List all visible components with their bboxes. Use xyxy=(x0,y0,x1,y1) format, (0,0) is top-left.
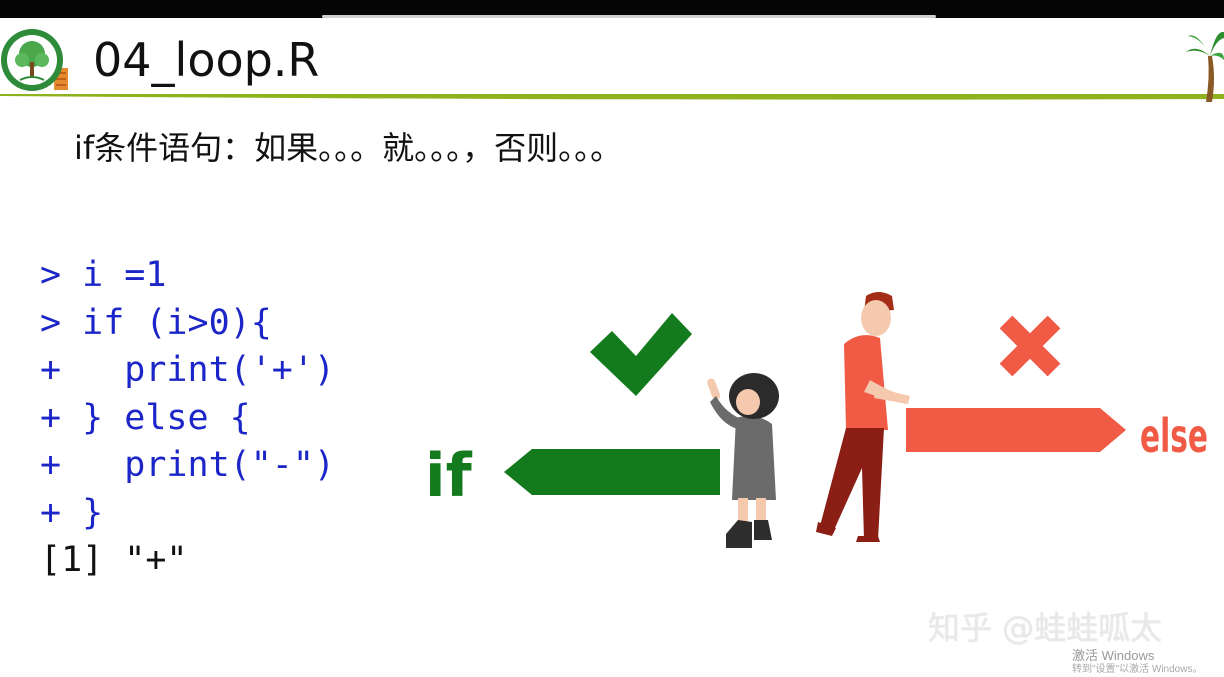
video-progress-track[interactable] xyxy=(322,15,936,18)
code-line: + print("-") xyxy=(40,445,336,485)
code-line: > if (i>0){ xyxy=(40,302,272,343)
palm-tree-icon xyxy=(1186,31,1224,102)
code-output: [1] "+" xyxy=(40,540,188,580)
slide-title: 04_loop.R xyxy=(93,33,320,87)
activate-windows-subtitle: 转到"设置"以激活 Windows。 xyxy=(1072,664,1203,675)
else-label: else xyxy=(1140,409,1208,463)
code-line: > i =1 xyxy=(40,255,167,295)
girl-figure xyxy=(707,373,779,548)
video-top-bar xyxy=(0,0,1224,18)
activate-windows-title: 激活 Windows xyxy=(1072,648,1155,663)
code-line: + print('+') xyxy=(40,350,336,390)
zhihu-watermark: 知乎 @蛙蛙呱太 xyxy=(928,609,1163,647)
check-icon xyxy=(590,313,692,396)
logo-icon xyxy=(1,29,68,91)
slide-subtitle: if条件语句：如果。。。就。。。，否则。。。 xyxy=(74,129,623,167)
code-line: + } xyxy=(40,492,104,533)
cross-icon xyxy=(999,315,1061,377)
man-figure xyxy=(816,292,910,542)
title-underline xyxy=(0,94,1224,100)
r-code-block: > i =1 > if (i>0){ + print('+') + } else… xyxy=(40,252,335,585)
code-line: + } else { xyxy=(40,397,251,438)
if-arrow xyxy=(504,449,720,495)
if-label: if xyxy=(425,441,473,511)
else-arrow xyxy=(906,408,1126,452)
